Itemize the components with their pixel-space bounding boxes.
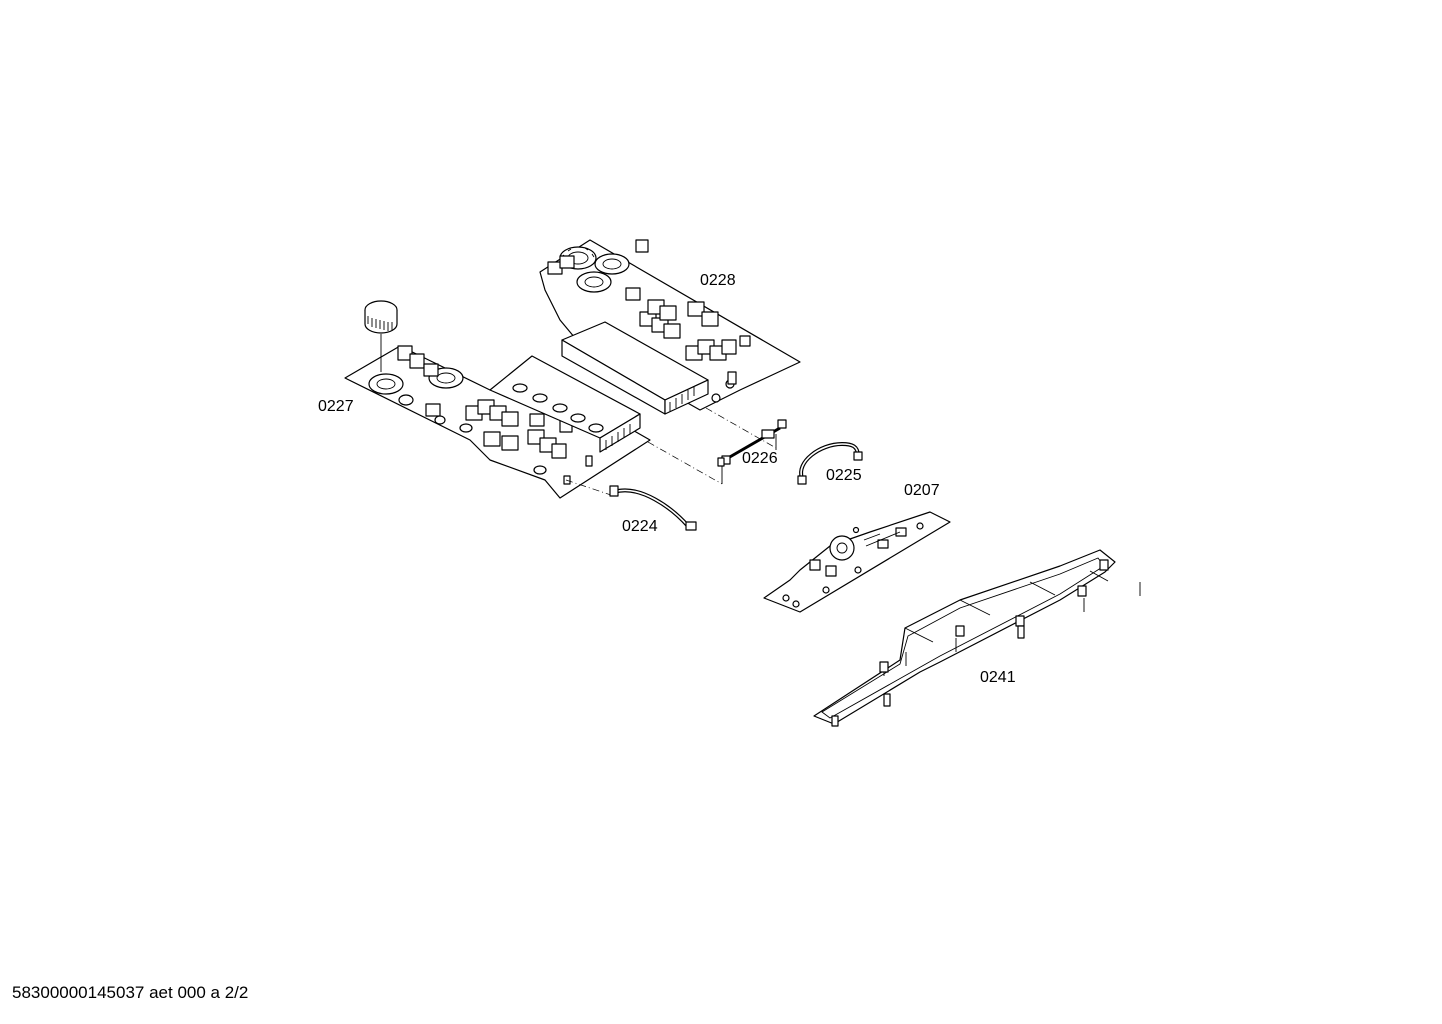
cable-0224[interactable] (609, 485, 697, 531)
frame-0241[interactable] (813, 549, 1141, 727)
power-board-0228[interactable] (539, 239, 801, 415)
part-number-0227: 0227 (318, 398, 354, 415)
heat-sink (489, 355, 641, 453)
part-number-0224: 0224 (622, 518, 658, 535)
relay-cluster (465, 399, 573, 459)
ribbon-cable-0226[interactable] (717, 419, 787, 484)
part-number-0226: 0226 (742, 450, 778, 467)
cable-0225[interactable] (797, 441, 863, 485)
part-number-0225: 0225 (826, 467, 862, 484)
part-number-0207: 0207 (904, 482, 940, 499)
toroid-coil (594, 253, 630, 275)
relay-cluster (639, 299, 751, 361)
toroid-coil (368, 373, 404, 395)
part-number-0241: 0241 (980, 669, 1016, 686)
control-board-0207[interactable] (763, 511, 951, 613)
document-code: 58300000145037 aet 000 a 2/2 (12, 983, 249, 1002)
toroid-coil (576, 271, 612, 293)
part-number-0228: 0228 (700, 272, 736, 289)
toroid-coil (364, 300, 398, 334)
heat-sink (561, 321, 709, 415)
